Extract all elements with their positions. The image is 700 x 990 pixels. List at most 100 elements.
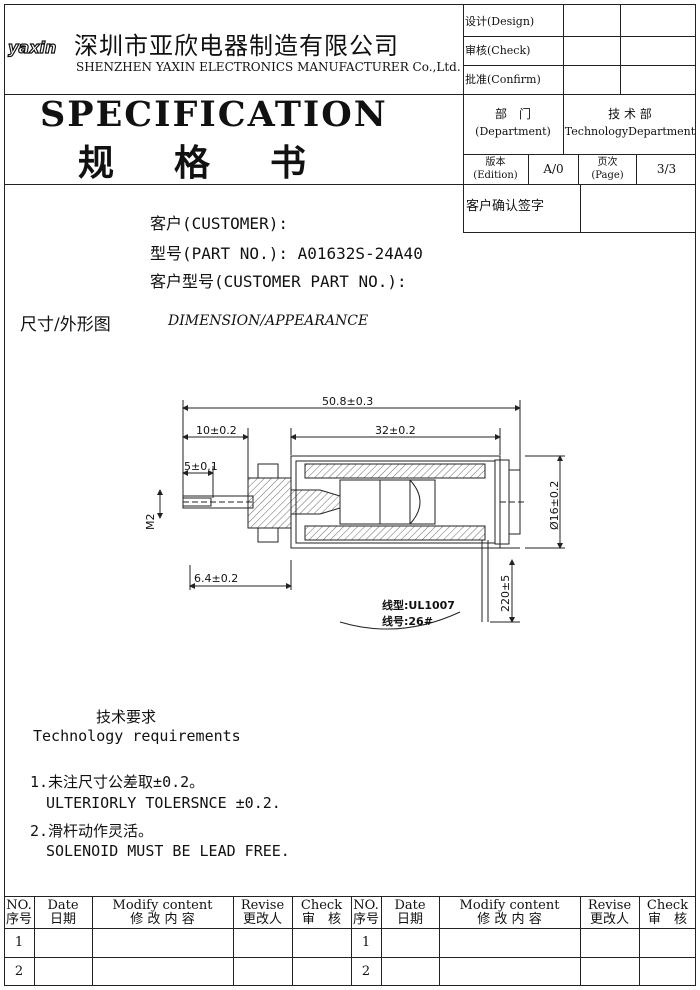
- grid-line: [580, 896, 581, 986]
- grid-line: [463, 154, 696, 155]
- grid-line: [439, 896, 440, 986]
- solenoid-drawing: [157, 400, 565, 630]
- edition-label-cn: 版本: [485, 156, 506, 168]
- dimension-heading-cn: 尺寸/外形图: [20, 315, 111, 335]
- col-header-text: 审 核: [647, 912, 687, 927]
- table-row-border: [4, 957, 696, 958]
- dim-tip-length: 5±0.1: [184, 460, 218, 473]
- col-header-text: Revise: [240, 897, 285, 913]
- col-header-text: NO.: [353, 897, 379, 913]
- customer-line: 客户(CUSTOMER):: [150, 214, 288, 233]
- tech-dept-cn: 技 术 部: [608, 107, 652, 122]
- col-header-no: NO. 序号: [4, 898, 34, 928]
- grid-line: [92, 896, 93, 986]
- dept-label-cn: 部 门: [494, 107, 531, 122]
- col-header-text: Modify content: [112, 897, 213, 913]
- dim-body-length: 32±0.2: [375, 424, 416, 437]
- grid-line: [463, 232, 696, 233]
- customer-part-line: 客户型号(CUSTOMER PART NO.):: [150, 272, 407, 291]
- company-name-en: SHENZHEN YAXIN ELECTRONICS MANUFACTURER …: [76, 60, 461, 74]
- grid-line: [463, 65, 696, 66]
- customer-sign-label: 客户确认签字: [466, 198, 545, 214]
- part-no-line: 型号(PART NO.): A01632S-24A40: [150, 244, 423, 263]
- tech-dept-en: TechnologyDepartment: [564, 124, 696, 138]
- col-header-text: Modify content: [459, 897, 560, 913]
- wire-gauge-label: 线号:26#: [382, 615, 433, 628]
- col-header-text: 日期: [396, 912, 423, 927]
- requirement-1-en: ULTERIORLY TOLERSNCE ±0.2.: [46, 794, 281, 812]
- requirements-title-en: Technology requirements: [33, 727, 241, 745]
- col-header-text: 日期: [49, 912, 76, 927]
- table-top-border: [4, 896, 696, 897]
- grid-line: [292, 896, 293, 986]
- col-header-text: 序号: [5, 912, 32, 927]
- col-header-revise: Revise 更改人: [580, 898, 639, 928]
- grid-line: [580, 184, 581, 232]
- dimension-heading-en: DIMENSION/APPEARANCE: [168, 313, 369, 329]
- col-header-modify: Modify content 修 改 内 容: [439, 898, 580, 928]
- title-divider: [4, 184, 696, 185]
- col-header-text: 更改人: [589, 912, 629, 927]
- col-header-text: 序号: [352, 912, 379, 927]
- grid-line: [578, 154, 579, 184]
- wire-type-label: 线型:UL1007: [382, 599, 455, 612]
- requirement-2-en: SOLENOID MUST BE LEAD FREE.: [46, 842, 290, 860]
- col-header-date: Date 日期: [381, 898, 439, 928]
- grid-line: [381, 896, 382, 986]
- design-label: 设计(Design): [465, 14, 535, 28]
- col-header-check: Check 审 核: [292, 898, 351, 928]
- col-header-text: Revise: [587, 897, 632, 913]
- grid-line: [620, 4, 621, 94]
- company-logo: yaxin: [7, 37, 57, 57]
- grid-line: [351, 896, 352, 986]
- header-divider: [4, 94, 696, 95]
- col-header-no: NO. 序号: [351, 898, 381, 928]
- table-header-border: [4, 928, 696, 929]
- row-number: 2: [361, 963, 371, 979]
- col-header-modify: Modify content 修 改 内 容: [92, 898, 233, 928]
- dim-thread: M2: [144, 513, 157, 531]
- col-header-text: 修 改 内 容: [130, 912, 195, 927]
- edition-value: A/0: [543, 161, 564, 176]
- col-header-text: 更改人: [242, 912, 282, 927]
- requirement-2-cn: 2.滑杆动作灵活。: [30, 822, 154, 840]
- edition-label-en: (Edition): [473, 169, 518, 181]
- col-header-check: Check 审 核: [639, 898, 696, 928]
- requirement-1-cn: 1.未注尺寸公差取±0.2。: [30, 773, 205, 791]
- grid-line: [563, 94, 564, 154]
- col-header-text: Date: [47, 897, 79, 913]
- col-header-text: Check: [300, 897, 343, 913]
- grid-line: [463, 4, 464, 232]
- spec-title-cn: 规格书: [78, 142, 367, 184]
- page-label-cn: 页次: [597, 156, 618, 168]
- col-header-date: Date 日期: [34, 898, 92, 928]
- col-header-text: 修 改 内 容: [477, 912, 542, 927]
- grid-line: [233, 896, 234, 986]
- dim-total-length: 50.8±0.3: [322, 395, 374, 408]
- check-label: 审核(Check): [465, 43, 531, 57]
- col-header-revise: Revise 更改人: [233, 898, 292, 928]
- row-number: 1: [14, 934, 24, 950]
- row-number: 2: [14, 963, 24, 979]
- requirements-title-cn: 技术要求: [96, 708, 157, 726]
- dim-lead-length: 220±5: [499, 574, 512, 612]
- company-name-cn: 深圳市亚欣电器制造有限公司: [74, 32, 399, 60]
- grid-line: [463, 36, 696, 37]
- page-frame: [4, 4, 696, 986]
- col-header-text: Date: [394, 897, 426, 913]
- col-header-text: NO.: [6, 897, 32, 913]
- grid-line: [34, 896, 35, 986]
- grid-line: [528, 154, 529, 184]
- dept-label-en: (Department): [475, 124, 551, 138]
- dim-diameter: Ø16±0.2: [548, 480, 561, 530]
- dim-flange-offset: 6.4±0.2: [194, 572, 239, 585]
- row-number: 1: [361, 934, 371, 950]
- grid-line: [563, 4, 564, 94]
- spec-title-en: SPECIFICATION: [40, 94, 388, 135]
- dim-shaft-length: 10±0.2: [196, 424, 237, 437]
- confirm-label: 批准(Confirm): [465, 72, 541, 86]
- grid-line: [636, 154, 637, 184]
- grid-line: [639, 896, 640, 986]
- page-label-en: (Page): [591, 169, 624, 181]
- page-value: 3/3: [656, 161, 677, 176]
